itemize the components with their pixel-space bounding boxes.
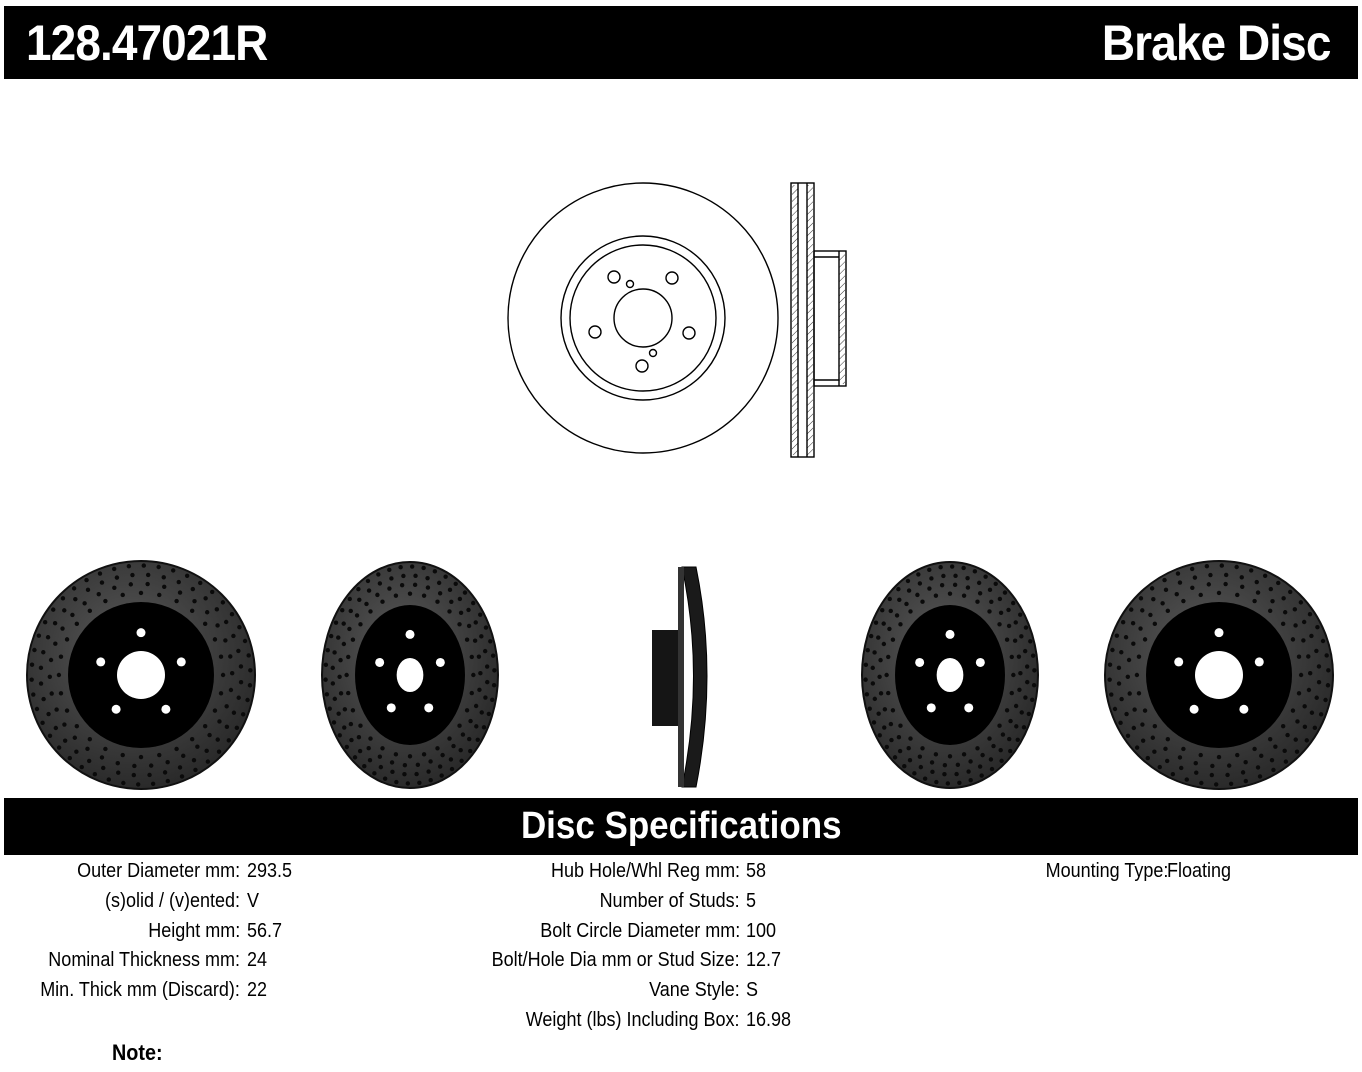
specifications-header: Disc Specifications <box>4 798 1358 855</box>
part-number: 128.47021R <box>26 15 268 71</box>
spec-label: Height mm: <box>147 919 240 942</box>
spec-value: S <box>746 979 759 1002</box>
spec-label: Number of Studs: <box>599 889 740 912</box>
spec-value: 58 <box>746 860 767 882</box>
spec-row: Weight (lbs) Including Box: 16.98 <box>400 1006 850 1036</box>
disc-photo-side <box>652 566 708 788</box>
spec-label: Bolt/Hole Dia mm or Stud Size: <box>491 949 740 972</box>
disc-photo-angle-left <box>321 561 499 789</box>
spec-value: 22 <box>247 979 268 1002</box>
spec-row: Hub Hole/Whl Reg mm: 58 <box>400 857 850 887</box>
spec-value: 100 <box>746 919 777 942</box>
spec-value: 5 <box>746 889 757 912</box>
spec-value: Floating <box>1167 860 1232 882</box>
disc-front-view <box>507 182 779 454</box>
disc-photo-front <box>26 560 256 790</box>
disc-photo-strip <box>26 560 1334 790</box>
specifications-title: Disc Specifications <box>520 805 842 847</box>
spec-row: Vane Style: S <box>400 976 850 1006</box>
spec-row: Nominal Thickness mm: 24 <box>0 946 360 976</box>
spec-row: Outer Diameter mm: 293.5 <box>0 857 360 887</box>
spec-value: 12.7 <box>746 949 782 972</box>
spec-row: Bolt Circle Diameter mm: 100 <box>400 917 850 947</box>
spec-value: 293.5 <box>247 860 293 882</box>
product-type: Brake Disc <box>1101 15 1331 71</box>
spec-label: Bolt Circle Diameter mm: <box>539 919 740 942</box>
spec-row: Min. Thick mm (Discard): 22 <box>0 976 360 1006</box>
spec-label: Outer Diameter mm: <box>76 860 240 882</box>
spec-value: 56.7 <box>247 919 283 942</box>
spec-label: Vane Style: <box>649 979 740 1002</box>
note-label: Note: <box>112 1040 163 1065</box>
spec-column-2: Hub Hole/Whl Reg mm: 58 Number of Studs: 5… <box>400 857 850 1036</box>
disc-photo-angle-right <box>861 561 1039 789</box>
spec-label: Nominal Thickness mm: <box>48 949 240 972</box>
spec-column-1: Outer Diameter mm: 293.5 (s)olid / (v)ent… <box>0 857 360 1006</box>
spec-label: (s)olid / (v)ented: <box>104 889 240 912</box>
spec-row: Mounting Type:Floating <box>950 857 1350 887</box>
spec-row: Bolt/Hole Dia mm or Stud Size: 12.7 <box>400 946 850 976</box>
spec-label: Min. Thick mm (Discard): <box>40 979 240 1002</box>
spec-label: Hub Hole/Whl Reg mm: <box>550 860 740 882</box>
spec-value: 16.98 <box>746 1008 792 1031</box>
disc-technical-drawing <box>507 182 847 458</box>
spec-column-3: Mounting Type:Floating <box>950 857 1350 887</box>
disc-side-view <box>790 182 847 458</box>
spec-row: Number of Studs: 5 <box>400 887 850 917</box>
spec-value: V <box>247 889 260 912</box>
spec-value: 24 <box>247 949 268 972</box>
title-bar: 128.47021R Brake Disc <box>4 6 1358 79</box>
disc-photo-rear <box>1104 560 1334 790</box>
spec-label: Mounting Type: <box>1045 860 1168 882</box>
spec-row: (s)olid / (v)ented: V <box>0 887 360 917</box>
spec-row: Height mm: 56.7 <box>0 917 360 947</box>
spec-label: Weight (lbs) Including Box: <box>526 1008 740 1031</box>
